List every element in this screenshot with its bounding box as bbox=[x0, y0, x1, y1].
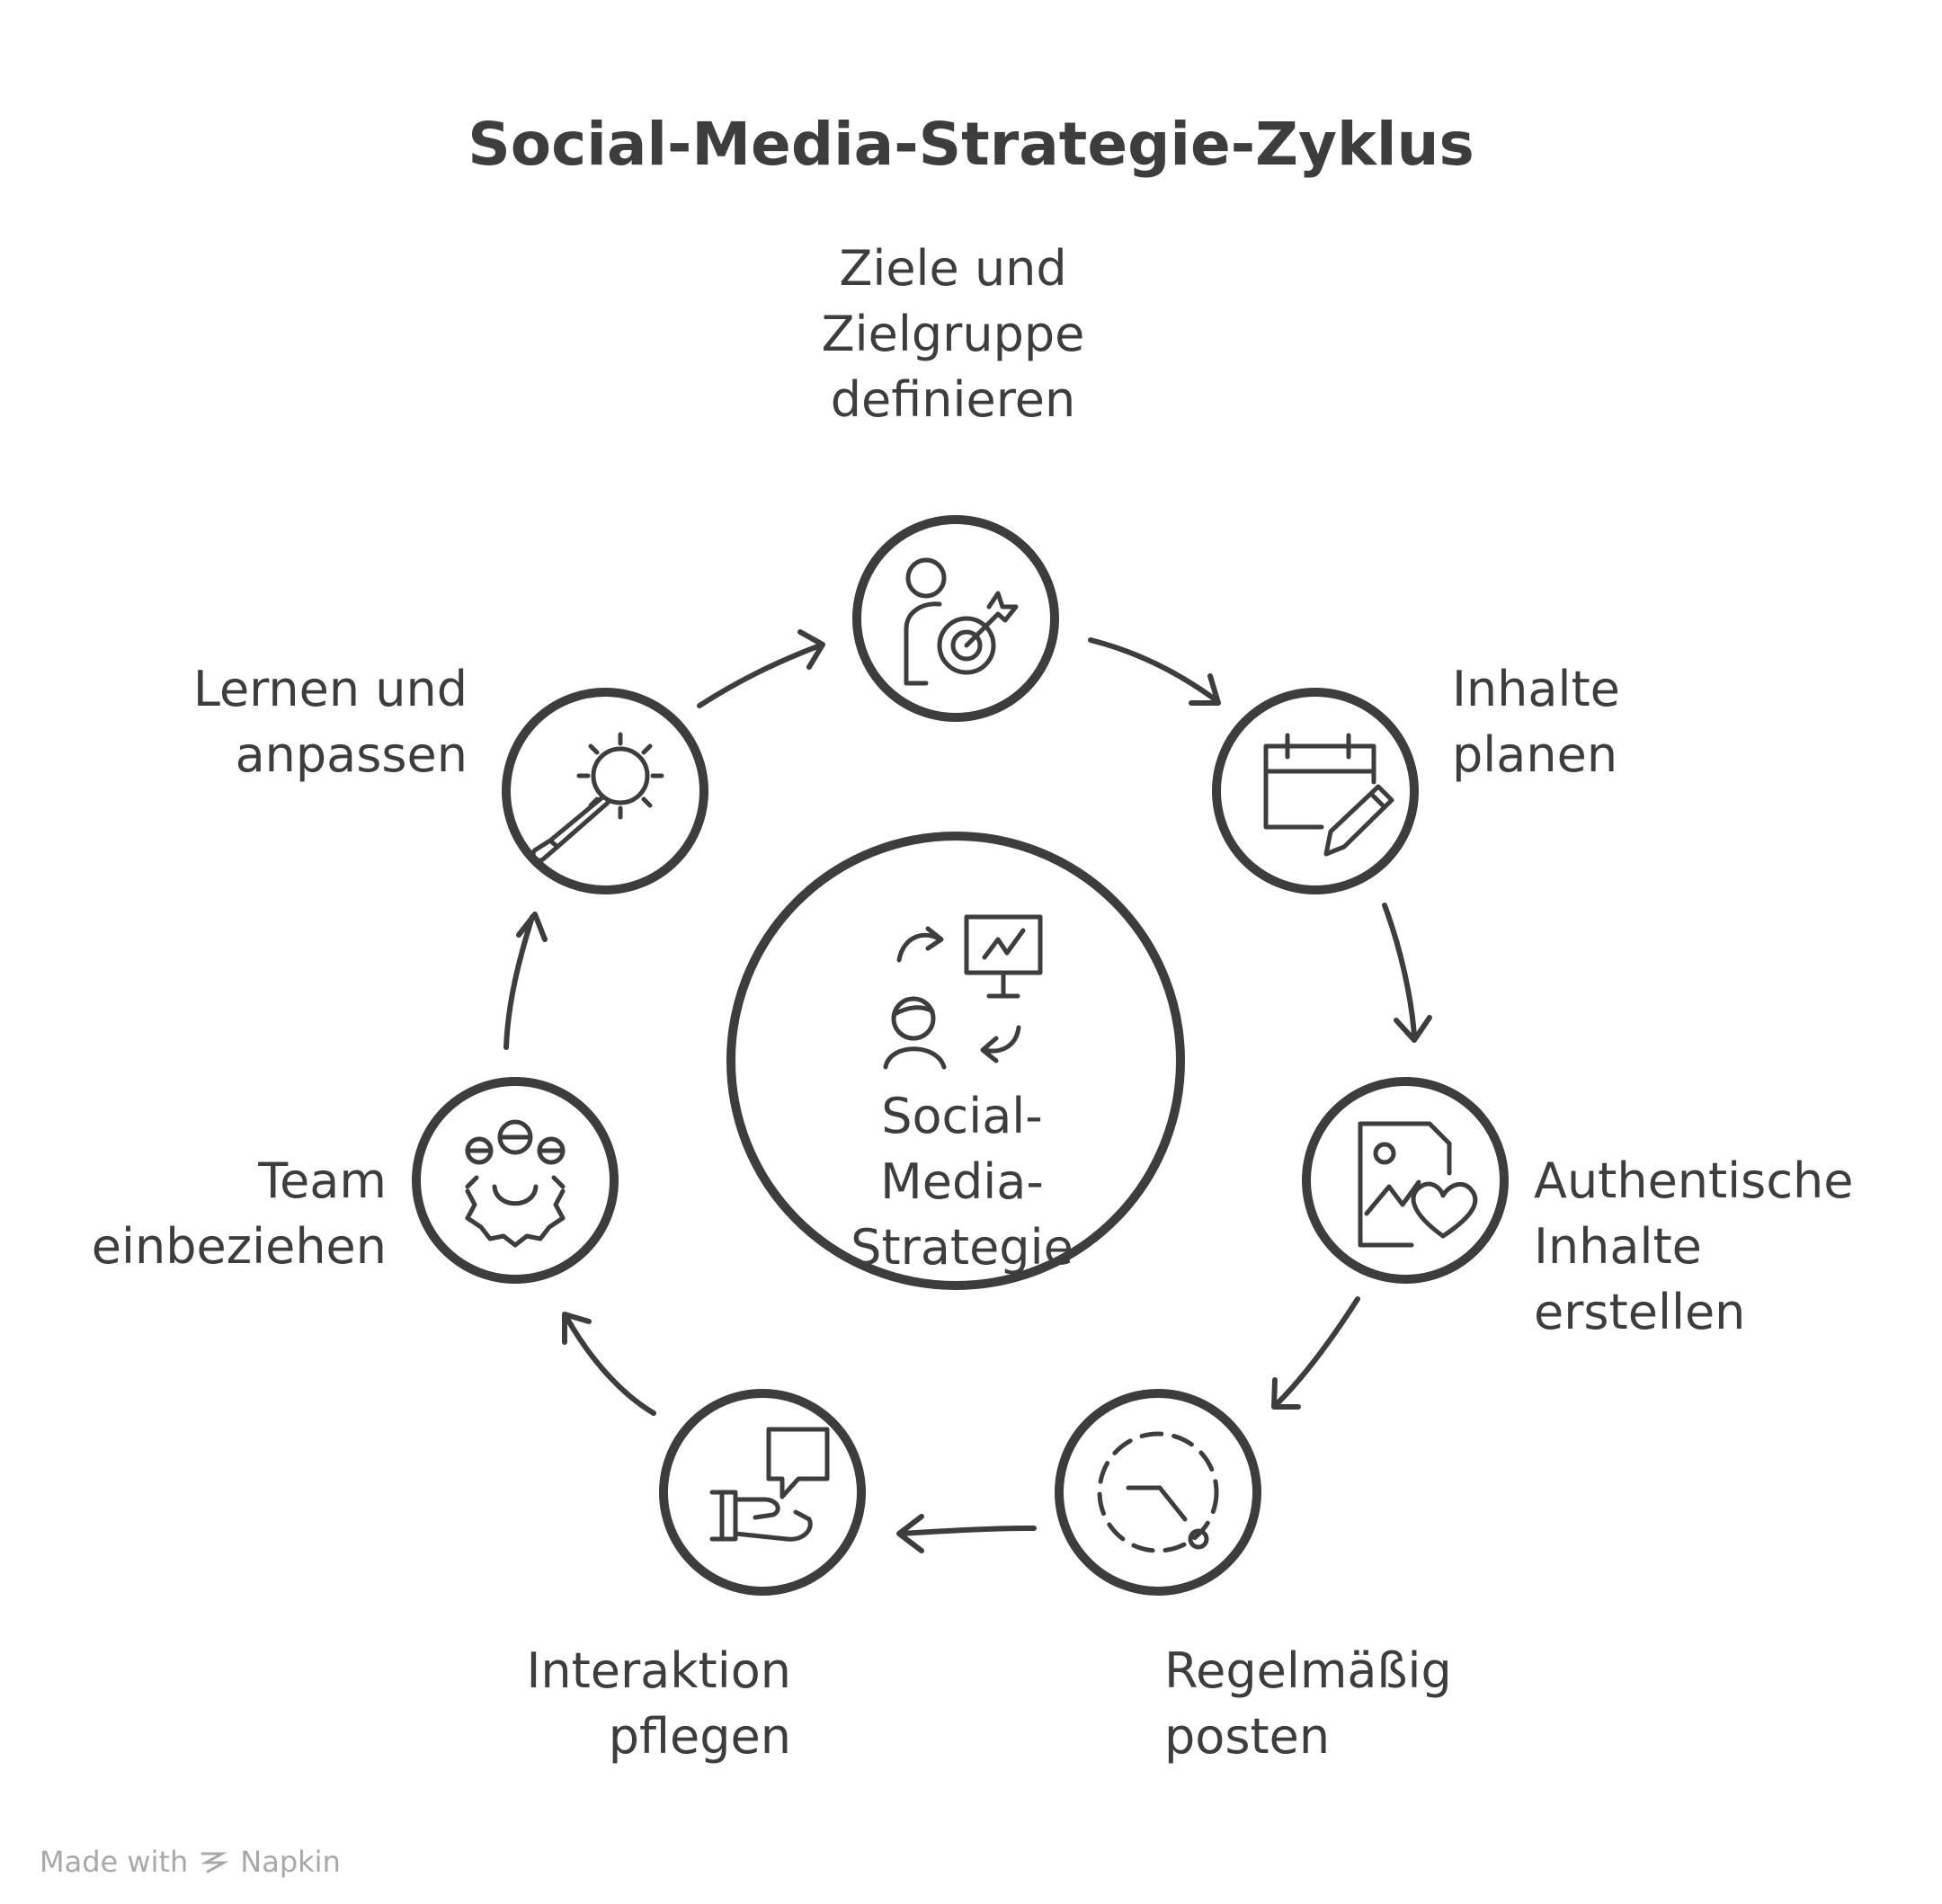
arrow-team-to-learn bbox=[503, 912, 548, 1050]
calendar-pencil-icon bbox=[1263, 733, 1394, 857]
label-line: Inhalte bbox=[1452, 661, 1620, 717]
center-label: Social- Media- Strategie bbox=[782, 1083, 1142, 1280]
hand-speech-bubble-icon bbox=[709, 1427, 830, 1542]
footer-attribution: Made with Napkin bbox=[40, 1845, 341, 1879]
label-line: einbeziehen bbox=[91, 1218, 387, 1275]
step-circle-post bbox=[1055, 1389, 1261, 1596]
label-line: Regelmäßig bbox=[1164, 1642, 1452, 1699]
label-plan: Inhalte planen bbox=[1452, 656, 1620, 787]
arrow-plan-to-create bbox=[1382, 903, 1432, 1043]
label-line: Lernen und bbox=[192, 661, 468, 717]
step-circle-team bbox=[412, 1077, 619, 1284]
label-line: posten bbox=[1164, 1708, 1331, 1765]
arrow-post-to-interact bbox=[896, 1514, 1037, 1553]
label-line: Authentische bbox=[1534, 1152, 1854, 1209]
label-line: Interaktion bbox=[526, 1642, 791, 1699]
label-goals: Ziele und Zielgruppe definieren bbox=[809, 236, 1097, 432]
arrow-learn-to-goals bbox=[697, 629, 825, 708]
image-heart-icon bbox=[1358, 1121, 1478, 1248]
label-learn: Lernen und anpassen bbox=[108, 656, 468, 787]
label-line: definieren bbox=[830, 371, 1076, 428]
label-line: anpassen bbox=[235, 726, 468, 783]
footer-brand: Napkin bbox=[240, 1845, 341, 1879]
label-line: Zielgruppe bbox=[821, 306, 1085, 362]
center-label-line: Social- bbox=[881, 1088, 1043, 1144]
center-node bbox=[726, 832, 1185, 1290]
arrow-interact-to-team bbox=[562, 1312, 656, 1416]
diagram-title: Social-Media-Strategie-Zyklus bbox=[468, 110, 1474, 179]
person-target-icon bbox=[904, 557, 1019, 686]
label-line: planen bbox=[1452, 726, 1618, 783]
team-gear-icon bbox=[465, 1119, 566, 1248]
step-circle-interact bbox=[659, 1389, 866, 1596]
label-interact: Interaktion pflegen bbox=[432, 1638, 791, 1769]
step-circle-create bbox=[1302, 1077, 1509, 1284]
label-team: Team einbeziehen bbox=[36, 1148, 387, 1279]
label-post: Regelmäßig posten bbox=[1164, 1638, 1452, 1769]
arrow-create-to-post bbox=[1271, 1296, 1360, 1410]
label-line: Inhalte bbox=[1534, 1218, 1702, 1275]
label-create: Authentische Inhalte erstellen bbox=[1534, 1148, 1853, 1345]
label-line: Ziele und bbox=[839, 240, 1067, 297]
clock-cycle-icon bbox=[1097, 1431, 1219, 1553]
center-label-line: Strategie bbox=[851, 1219, 1073, 1276]
step-circle-learn bbox=[502, 688, 708, 894]
magnifier-bulb-icon bbox=[530, 732, 664, 863]
napkin-logo-icon bbox=[200, 1852, 230, 1873]
step-circle-plan bbox=[1212, 688, 1419, 894]
label-line: Team bbox=[258, 1152, 387, 1209]
arrow-goals-to-plan bbox=[1088, 637, 1221, 706]
strategy-presentation-icon bbox=[883, 914, 1043, 1070]
step-circle-goals bbox=[852, 515, 1059, 722]
label-line: pflegen bbox=[608, 1708, 791, 1765]
footer-made-with: Made with bbox=[40, 1845, 189, 1879]
center-label-line: Media- bbox=[880, 1153, 1044, 1210]
label-line: erstellen bbox=[1534, 1284, 1746, 1340]
